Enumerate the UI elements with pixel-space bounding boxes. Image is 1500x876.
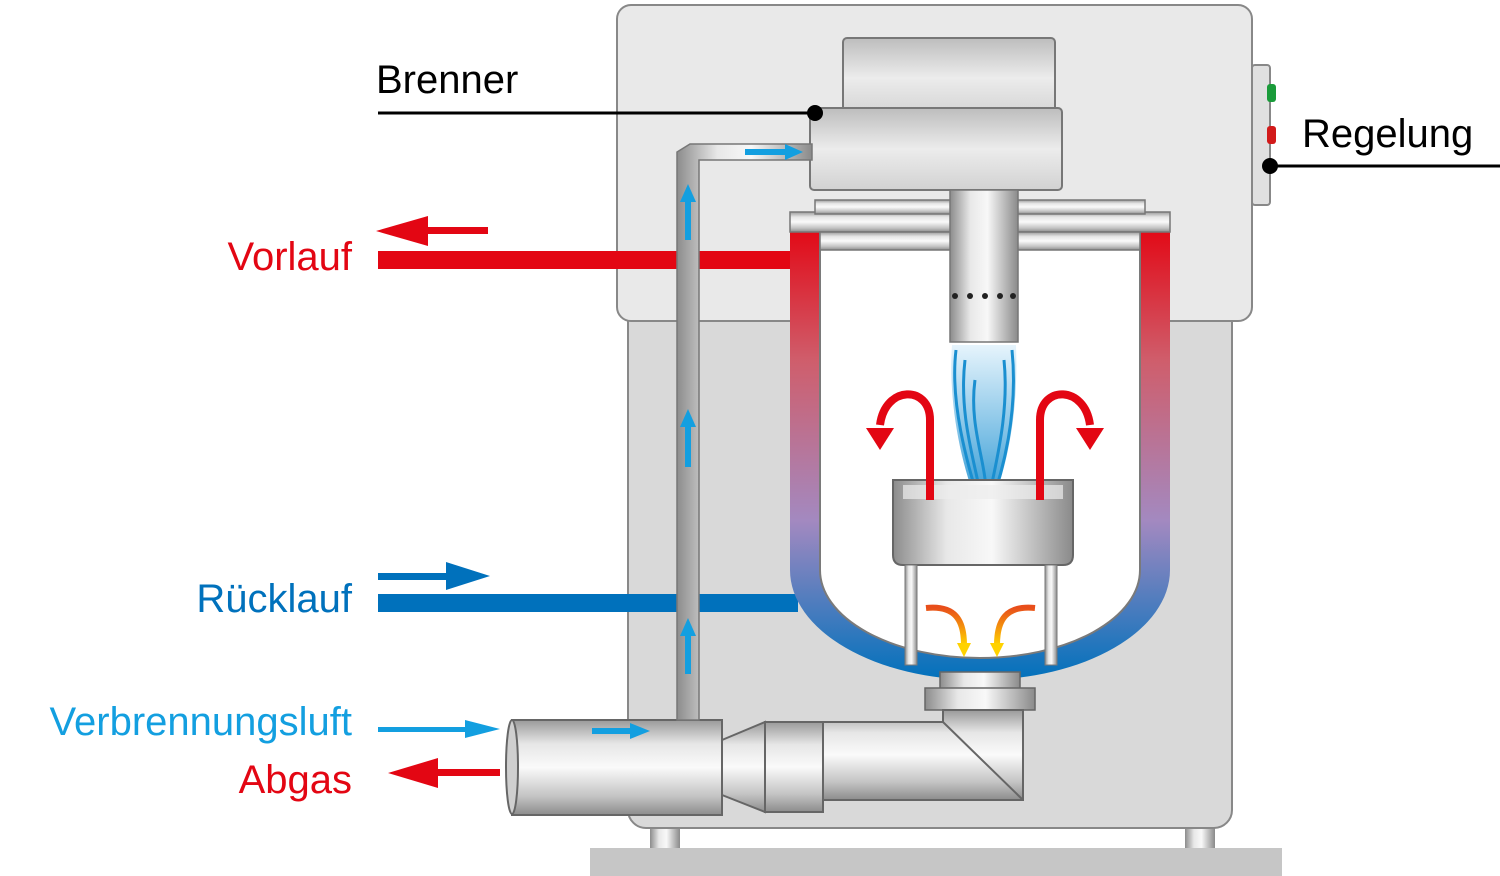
exhaust-arrowhead-right [990, 643, 1004, 657]
blue-flame-icon [951, 345, 1017, 522]
exhaust-elbow [819, 709, 1024, 801]
duct-opening [505, 719, 519, 815]
ruecklauf-label: Rücklauf [196, 577, 353, 621]
brenner-leader-dot [807, 105, 823, 121]
combustion-chamber [892, 479, 1074, 566]
regelung-label: Regelung [1302, 112, 1473, 156]
abgas-label: Abgas [239, 758, 352, 802]
verbrennungsluft-label: Verbrennungsluft [50, 700, 352, 744]
red-curved-arrows-icon [876, 390, 1094, 500]
air-flow-arrows [592, 144, 803, 739]
exhaust-duct-small [511, 719, 723, 816]
orange-curved-arrows-icon [925, 604, 1036, 646]
exhaust-elbow-shade [942, 721, 1024, 801]
chamber-rim [903, 485, 1063, 499]
control-led-green [1267, 84, 1276, 102]
boiler-wall [790, 225, 1170, 680]
heat-arrowhead-right [1076, 428, 1104, 450]
heat-arrowhead-left [866, 428, 894, 450]
vorlauf-label: Vorlauf [227, 235, 352, 279]
control-led-red [1267, 126, 1276, 144]
abgas-arrow-icon [388, 758, 500, 788]
chamber-leg-left [904, 564, 918, 666]
exhaust-flange [924, 687, 1036, 711]
vorlauf-pipe [378, 251, 798, 269]
exhaust-arrowhead-left [957, 643, 971, 657]
regelung-leader-dot [1262, 158, 1278, 174]
burner-tube [949, 189, 1019, 343]
burner-holes [952, 293, 1016, 299]
vorlauf-arrow-icon [376, 216, 488, 246]
verbrennungsluft-arrow-icon [378, 720, 500, 738]
brenner-label: Brenner [376, 58, 518, 102]
exhaust-duct-large [764, 721, 824, 813]
ruecklauf-arrow-icon [378, 562, 490, 590]
burner-housing [809, 107, 1063, 191]
ruecklauf-pipe [378, 594, 798, 612]
chamber-leg-right [1044, 564, 1058, 666]
floor [590, 848, 1282, 876]
burner-top [842, 37, 1056, 119]
